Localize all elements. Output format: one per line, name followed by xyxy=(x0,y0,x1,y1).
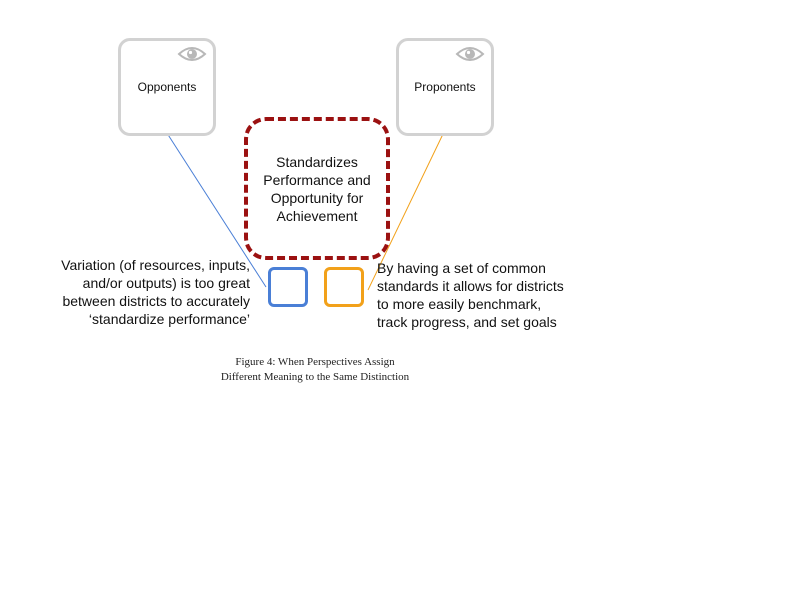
eye-icon xyxy=(177,44,207,67)
distinction-line: Opportunity for xyxy=(270,189,364,206)
distinction-text: Standardizes Performance and Opportunity… xyxy=(263,153,370,225)
proponents-perspective: Proponents xyxy=(396,38,494,136)
text-line: to more easily benchmark, xyxy=(377,296,542,312)
distinction-line: Performance and xyxy=(263,171,371,188)
opponent-meaning-box xyxy=(268,267,308,307)
text-line: track progress, and set goals xyxy=(377,314,557,330)
text-line: ‘standardize performance’ xyxy=(88,311,250,327)
text-line: between districts to accurately xyxy=(62,293,250,309)
opponents-perspective: Opponents xyxy=(118,38,216,136)
proponent-meaning-box xyxy=(324,267,364,307)
opponents-connector xyxy=(164,129,267,288)
distinction-box: Standardizes Performance and Opportunity… xyxy=(244,117,390,260)
proponent-meaning-text: By having a set of common standards it a… xyxy=(377,259,607,331)
distinction-line: Achievement xyxy=(276,207,358,224)
opponent-meaning-text: Variation (of resources, inputs, and/or … xyxy=(40,256,250,328)
opponents-label: Opponents xyxy=(137,80,197,94)
proponents-connector xyxy=(367,133,444,291)
proponents-label: Proponents xyxy=(414,80,476,94)
caption-line: Different Meaning to the Same Distinctio… xyxy=(220,371,410,383)
caption-line: Figure 4: When Perspectives Assign xyxy=(235,356,395,368)
text-line: By having a set of common xyxy=(377,260,546,276)
eye-icon xyxy=(455,44,485,67)
text-line: and/or outputs) is too great xyxy=(82,275,250,291)
text-line: Variation (of resources, inputs, xyxy=(61,257,250,273)
figure-caption: Figure 4: When Perspectives Assign Diffe… xyxy=(200,355,430,385)
text-line: standards it allows for districts xyxy=(377,278,564,294)
distinction-line: Standardizes xyxy=(276,153,358,170)
